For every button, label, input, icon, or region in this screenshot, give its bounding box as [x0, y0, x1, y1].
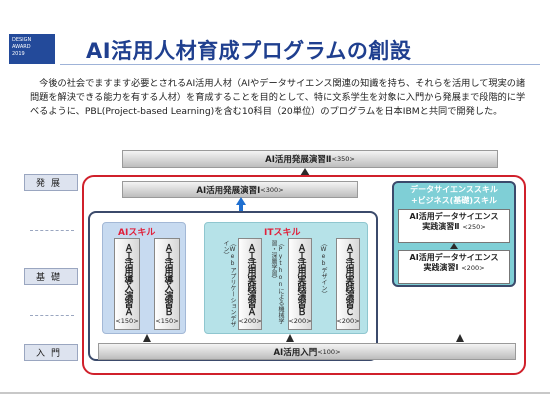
course-it-practice-c-unit: <200> — [336, 317, 360, 325]
program-frame — [82, 175, 526, 375]
connector-arrow-top — [300, 168, 310, 176]
level-intro-label: 入門 — [24, 344, 78, 361]
course-ds-practice-1-line2-text: 実践演習Ⅰ — [423, 263, 459, 272]
course-ds-practice-2: AI活用データサイエンス 実践演習Ⅱ <250> — [398, 209, 510, 243]
course-it-b-note: （Pythonによる機械学習・深層学習） — [270, 240, 284, 324]
course-ds-practice-2-unit: <250> — [462, 223, 486, 231]
course-ai-intro-a-unit: <150> — [115, 317, 139, 325]
course-it-practice-a-label: ＡＩ活用実践演習Ａ — [245, 243, 256, 315]
course-ds-practice-1-line1: AI活用データサイエンス — [409, 253, 499, 262]
level-divider-2 — [30, 315, 74, 316]
course-ds-practice-1-line2: 実践演習Ⅰ <200> — [399, 263, 509, 273]
course-ds-practice-2-line2-text: 実践演習Ⅱ — [422, 222, 460, 231]
course-advanced-1-unit: <300> — [260, 185, 284, 194]
course-it-practice-a-unit: <200> — [238, 317, 262, 325]
badge-line1: DESIGN — [12, 37, 32, 43]
ds-arrow — [450, 243, 458, 249]
badge-line3: 2019 — [12, 51, 25, 57]
course-ai-intro-b-unit: <150> — [155, 317, 179, 325]
course-ai-intro-b-label: ＡＩ活用導入演習Ｂ — [162, 243, 173, 315]
course-ds-practice-1-unit: <200> — [461, 264, 485, 272]
page-title: AI活用人材育成プログラムの創設 — [86, 39, 412, 63]
course-ds-practice-2-line2: 実践演習Ⅱ <250> — [399, 222, 509, 232]
course-it-c-note: （Webデザイン） — [320, 240, 327, 297]
course-it-a-note: （Webアプリケーションデザイン） — [222, 240, 236, 327]
course-ai-intro-b: ＡＩ活用導入演習Ｂ <150> — [154, 238, 180, 330]
ds-skill-title-2: +ビジネス(基礎)スキル — [410, 196, 497, 205]
course-advanced-2-label: AI活用発展演習Ⅱ — [265, 155, 332, 165]
course-it-practice-a: ＡＩ活用実践演習Ａ <200> — [238, 238, 262, 330]
course-it-practice-b: ＡＩ活用実践演習Ｂ <200> — [288, 238, 312, 330]
award-badge: DESIGN AWARD 2019 — [9, 34, 55, 64]
level-advanced-label: 発展 — [24, 174, 78, 191]
course-it-practice-b-label: ＡＩ活用実践演習Ｂ — [295, 243, 306, 315]
course-intro-unit: <100> — [317, 347, 341, 356]
page-bottom-rule — [0, 392, 550, 394]
course-it-practice-b-unit: <200> — [288, 317, 312, 325]
level-basic-label: 基礎 — [24, 268, 78, 285]
arrow-up-3 — [456, 334, 464, 342]
level-divider-1 — [30, 230, 74, 231]
intro-text: 今後の社会でますます必要とされるAI活用人材（AIやデータサイエンス関連の知識を… — [30, 78, 526, 117]
course-ai-intro-a: ＡＩ活用導入演習Ａ <150> — [114, 238, 140, 330]
course-ds-practice-1: AI活用データサイエンス 実践演習Ⅰ <200> — [398, 250, 510, 284]
course-ds-practice-2-line1: AI活用データサイエンス — [409, 212, 499, 221]
arrow-up-1 — [143, 334, 151, 342]
course-advanced-1: AI活用発展演習Ⅰ <300> — [122, 181, 358, 198]
course-it-practice-c: ＡＩ活用実践演習Ｃ <200> — [336, 238, 360, 330]
course-advanced-2: AI活用発展演習Ⅱ <350> — [122, 150, 498, 168]
course-intro-label: AI活用入門 — [273, 347, 318, 358]
ai-skill-title: AIスキル — [118, 228, 156, 238]
badge-line2: AWARD — [12, 44, 31, 50]
ds-skill-title-1: データサイエンススキル — [410, 185, 498, 194]
skills-frame — [88, 211, 378, 361]
arrow-up-2 — [286, 334, 294, 342]
course-intro: AI活用入門 <100> — [98, 343, 516, 360]
it-skill-title: ITスキル — [264, 228, 301, 238]
title-underline — [60, 64, 540, 65]
course-it-practice-c-label: ＡＩ活用実践演習Ｃ — [343, 243, 354, 315]
connector-arrow-mid — [236, 197, 246, 213]
course-advanced-2-unit: <350> — [331, 155, 355, 163]
course-advanced-1-label: AI活用発展演習Ⅰ — [196, 185, 261, 196]
course-ai-intro-a-label: ＡＩ活用導入演習Ａ — [122, 243, 133, 315]
